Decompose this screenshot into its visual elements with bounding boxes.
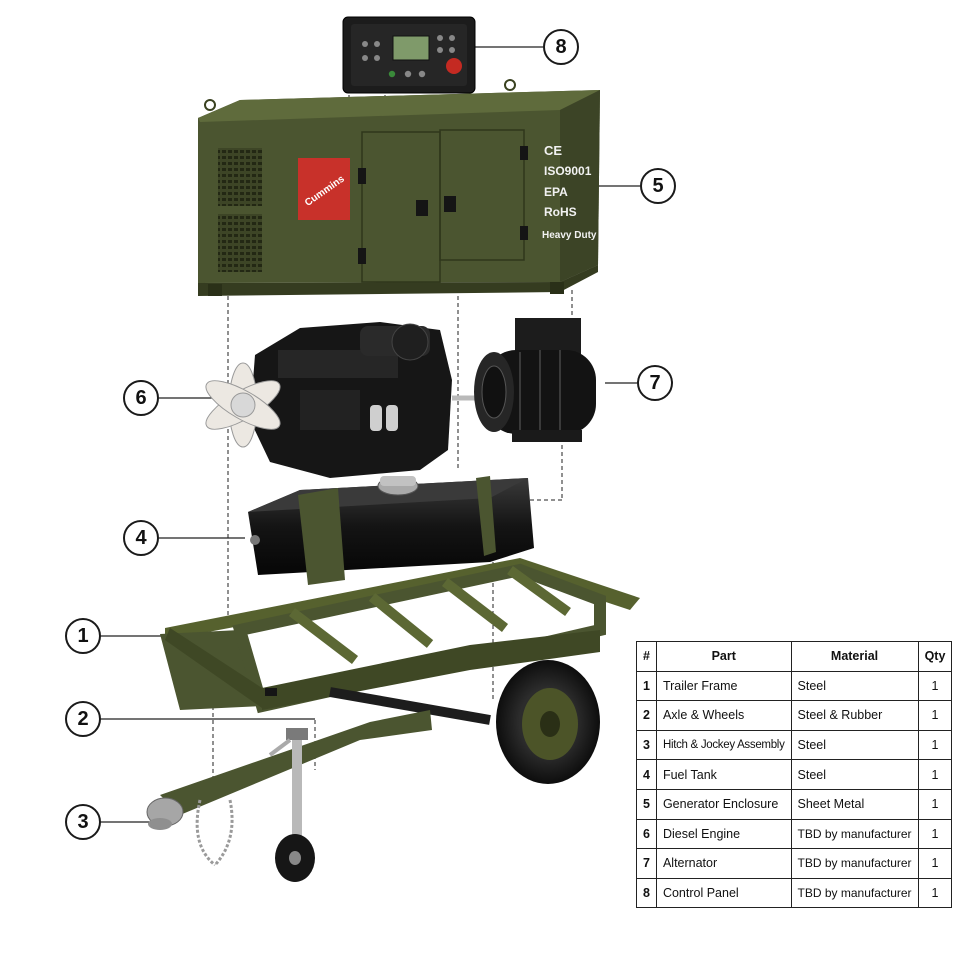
trailer-assembly [146, 558, 640, 882]
callout-1-trailer-frame: 1 [65, 618, 101, 654]
fuel-tank [248, 476, 534, 585]
header-part: Part [655, 641, 792, 672]
row-qty: 1 [917, 729, 953, 761]
table-row: 1 Trailer Frame Steel 1 [636, 670, 953, 702]
row-part: Fuel Tank [655, 759, 792, 790]
table-row: 7 Alternator TBD by manufacturer 1 [636, 848, 953, 879]
row-part: Generator Enclosure [655, 788, 792, 820]
parts-table-header: # Part Material Qty [636, 641, 953, 672]
mark-epa: EPA [544, 185, 568, 199]
row-number: 7 [636, 848, 657, 879]
row-qty: 1 [917, 848, 953, 879]
header-qty: Qty [917, 641, 953, 672]
row-qty: 1 [917, 877, 953, 909]
callout-7-alternator: 7 [637, 365, 673, 401]
row-number: 1 [636, 670, 657, 702]
row-part: Hitch & Jockey Assembly [655, 729, 792, 761]
row-qty: 1 [917, 670, 953, 702]
row-number: 5 [636, 788, 657, 820]
row-part: Trailer Frame [655, 670, 792, 702]
mark-iso9001: ISO9001 [544, 164, 592, 178]
mark-heavy-duty: Heavy Duty [542, 230, 597, 241]
leader-lines [100, 46, 640, 823]
callout-4-fuel-tank: 4 [123, 520, 159, 556]
header-material: Material [790, 641, 919, 672]
row-material: TBD by manufacturer [790, 818, 919, 850]
row-material: TBD by manufacturer [790, 877, 919, 909]
row-part: Axle & Wheels [655, 700, 792, 731]
callout-3-hitch-jockey: 3 [65, 804, 101, 840]
diesel-engine [205, 322, 476, 478]
callout-5-enclosure: 5 [640, 168, 676, 204]
callout-2-axle-wheels: 2 [65, 701, 101, 737]
table-row: 4 Fuel Tank Steel 1 [636, 759, 953, 790]
row-material: Steel [790, 729, 919, 761]
callout-8-control-panel: 8 [543, 29, 579, 65]
table-row: 2 Axle & Wheels Steel & Rubber 1 [636, 700, 953, 731]
engine-fan [205, 362, 281, 448]
row-material: Steel [790, 670, 919, 702]
parts-table: # Part Material Qty 1 Trailer Frame Stee… [636, 641, 953, 909]
row-number: 3 [636, 729, 657, 761]
row-material: Steel [790, 759, 919, 790]
table-row: 5 Generator Enclosure Sheet Metal 1 [636, 788, 953, 820]
row-qty: 1 [917, 818, 953, 850]
row-part: Diesel Engine [655, 818, 792, 850]
callout-6-diesel-engine: 6 [123, 380, 159, 416]
table-row: 8 Control Panel TBD by manufacturer 1 [636, 877, 953, 909]
table-row: 3 Hitch & Jockey Assembly Steel 1 [636, 729, 953, 761]
table-row: 6 Diesel Engine TBD by manufacturer 1 [636, 818, 953, 850]
generator-enclosure: Cummins CE ISO9001 EPA RoHS Heavy Duty [198, 79, 600, 296]
row-material: Sheet Metal [790, 788, 919, 820]
row-material: Steel & Rubber [790, 700, 919, 731]
row-number: 4 [636, 759, 657, 790]
row-number: 6 [636, 818, 657, 850]
header-number: # [636, 641, 657, 672]
row-number: 8 [636, 877, 657, 909]
mark-ce: CE [544, 143, 562, 158]
alternator [474, 318, 596, 442]
control-panel [342, 16, 476, 94]
row-qty: 1 [917, 788, 953, 820]
row-qty: 1 [917, 700, 953, 731]
row-part: Control Panel [655, 877, 792, 909]
row-qty: 1 [917, 759, 953, 790]
row-number: 2 [636, 700, 657, 731]
row-material: TBD by manufacturer [790, 848, 919, 879]
mark-rohs: RoHS [544, 205, 577, 219]
row-part: Alternator [655, 848, 792, 879]
